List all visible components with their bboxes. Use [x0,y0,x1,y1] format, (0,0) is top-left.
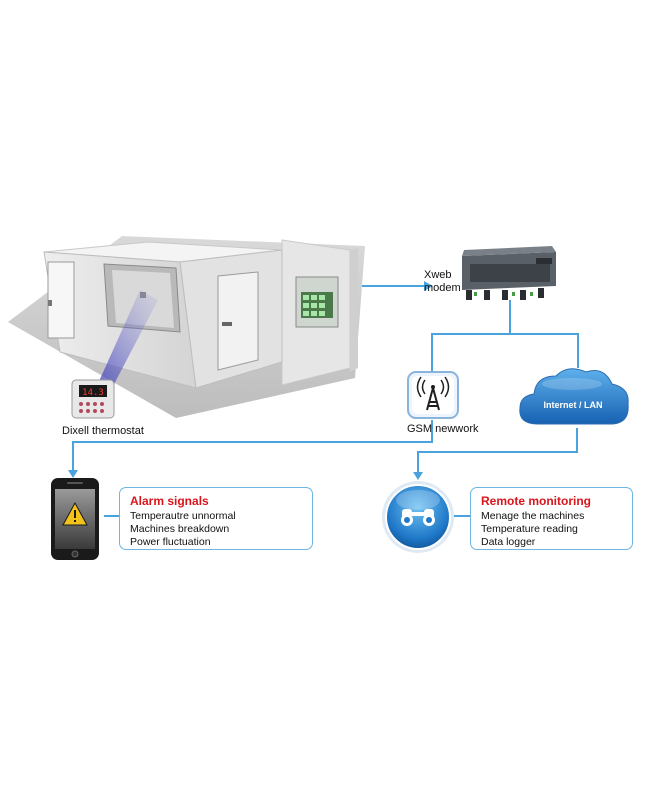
gsm-label: GSM newwork [407,423,479,435]
alarm-signals-box: Alarm signals Temperautre unnormal Machi… [119,487,313,550]
arrow-to-modem [424,281,433,291]
dixell-thermostat: 14.3 [71,379,115,419]
monitor-line: Menage the machines [481,510,585,522]
modem-label: Xweb modem [424,269,461,294]
xweb-modem-device [462,246,556,300]
binoculars-icon [401,509,435,526]
connector-modem-cloud [510,333,579,368]
alarm-line: Temperautre unnormal [130,510,236,522]
monitor-line: Data logger [481,536,536,548]
connector-cloud-monitor [417,428,578,472]
remote-monitor-icon [382,481,454,553]
arrow-to-phone [68,470,78,478]
gsm-tower-icon [407,371,459,419]
connectors [72,285,579,517]
alarm-line: Power fluctuation [130,536,211,548]
remote-monitoring-box: Remote monitoring Menage the machines Te… [470,487,633,550]
arrowheads [68,281,433,480]
alarm-title: Alarm signals [130,494,209,508]
monitor-line: Temperature reading [481,523,578,535]
cold-room-illustration: 14.3 [8,236,365,419]
sensor-beam [96,290,158,392]
thermostat-readout: 14.3 [82,388,104,398]
monitor-title: Remote monitoring [481,494,591,508]
arrow-to-orb [413,472,423,480]
smartphone-icon [51,478,99,560]
cloud-label: Internet / LAN [543,400,602,410]
connector-gsm-phone [72,420,433,470]
connector-modem-gsm [431,300,511,372]
thermostat-label: Dixell thermostat [62,425,144,437]
internet-cloud-icon [519,368,629,425]
alarm-line: Machines breakdown [130,523,230,535]
